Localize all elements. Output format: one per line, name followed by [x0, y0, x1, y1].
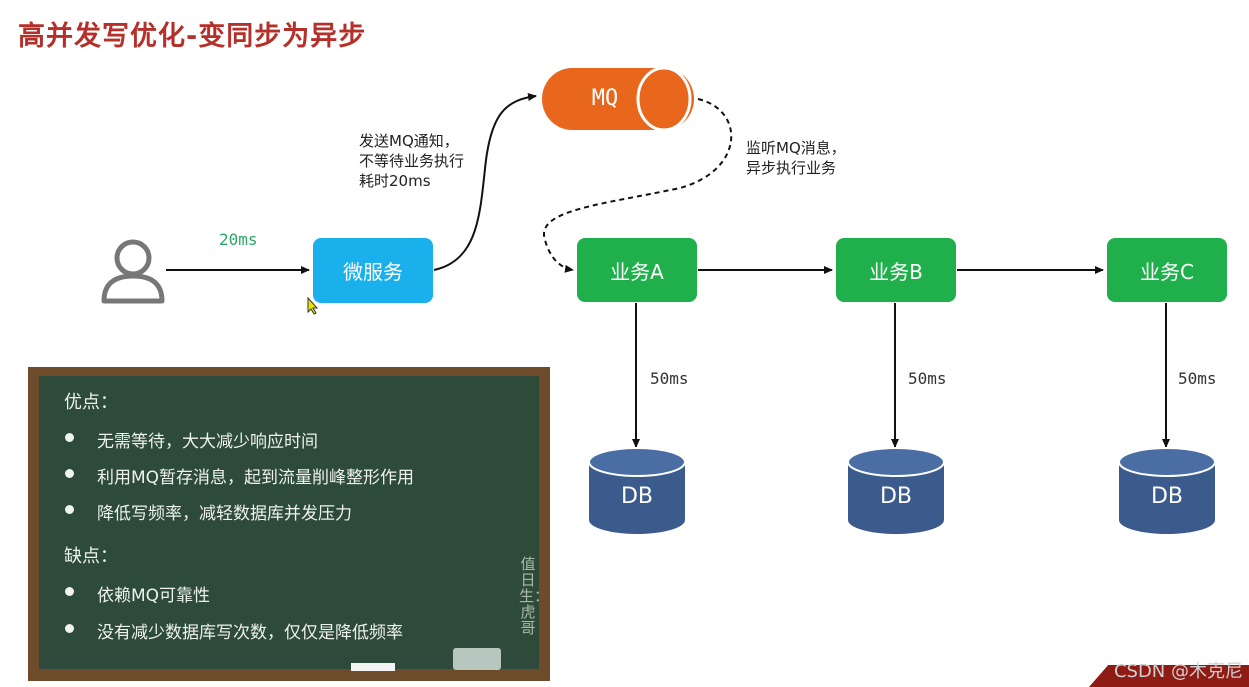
listen-note-line: 异步执行业务 — [746, 158, 846, 178]
db-label: DB — [1118, 484, 1216, 509]
chalk-piece — [351, 663, 395, 671]
board-signature: 值日生：虎哥 — [519, 556, 537, 636]
db-label: DB — [847, 484, 945, 509]
pros-item: 利用MQ暂存消息，起到流量削峰整形作用 — [97, 463, 414, 488]
listen-note: 监听MQ消息， 异步执行业务 — [746, 138, 846, 178]
db-label: DB — [588, 484, 686, 509]
cons-heading: 缺点： — [64, 542, 118, 568]
mq-label: MQ — [575, 86, 635, 111]
business-b-box: 业务B — [836, 238, 956, 302]
listen-note-line: 监听MQ消息， — [746, 138, 846, 158]
watermark: CSDN @木克尼 — [1114, 657, 1243, 683]
send-note-line: 耗时20ms — [359, 171, 464, 191]
bullet-icon — [65, 433, 74, 442]
bullet-icon — [65, 624, 74, 633]
pros-heading: 优点： — [64, 388, 118, 414]
db-latency-label: 50ms — [1178, 369, 1217, 388]
db-latency-label: 50ms — [650, 369, 689, 388]
send-note-line: 不等待业务执行 — [359, 151, 464, 171]
business-a-box: 业务A — [577, 238, 697, 302]
bullet-icon — [65, 469, 74, 478]
send-note: 发送MQ通知， 不等待业务执行 耗时20ms — [359, 131, 464, 191]
db-latency-label: 50ms — [908, 369, 947, 388]
cons-item: 没有减少数据库写次数，仅仅是降低频率 — [97, 618, 403, 643]
micro-service-box: 微服务 — [313, 238, 433, 303]
bullet-icon — [65, 587, 74, 596]
pros-item: 降低写频率，减轻数据库并发压力 — [97, 499, 352, 524]
cons-item: 依赖MQ可靠性 — [97, 581, 210, 606]
chalkboard-surface: 优点： 无需等待，大大减少响应时间 利用MQ暂存消息，起到流量削峰整形作用 降低… — [39, 376, 539, 669]
mouse-cursor-icon — [307, 297, 319, 315]
send-note-line: 发送MQ通知， — [359, 131, 464, 151]
chalkboard: 优点： 无需等待，大大减少响应时间 利用MQ暂存消息，起到流量削峰整形作用 降低… — [28, 367, 550, 681]
board-eraser — [453, 648, 501, 670]
user-latency-label: 20ms — [219, 230, 258, 249]
bullet-icon — [65, 505, 74, 514]
business-c-box: 业务C — [1107, 238, 1227, 302]
user-icon — [104, 242, 162, 301]
pros-item: 无需等待，大大减少响应时间 — [97, 427, 318, 452]
